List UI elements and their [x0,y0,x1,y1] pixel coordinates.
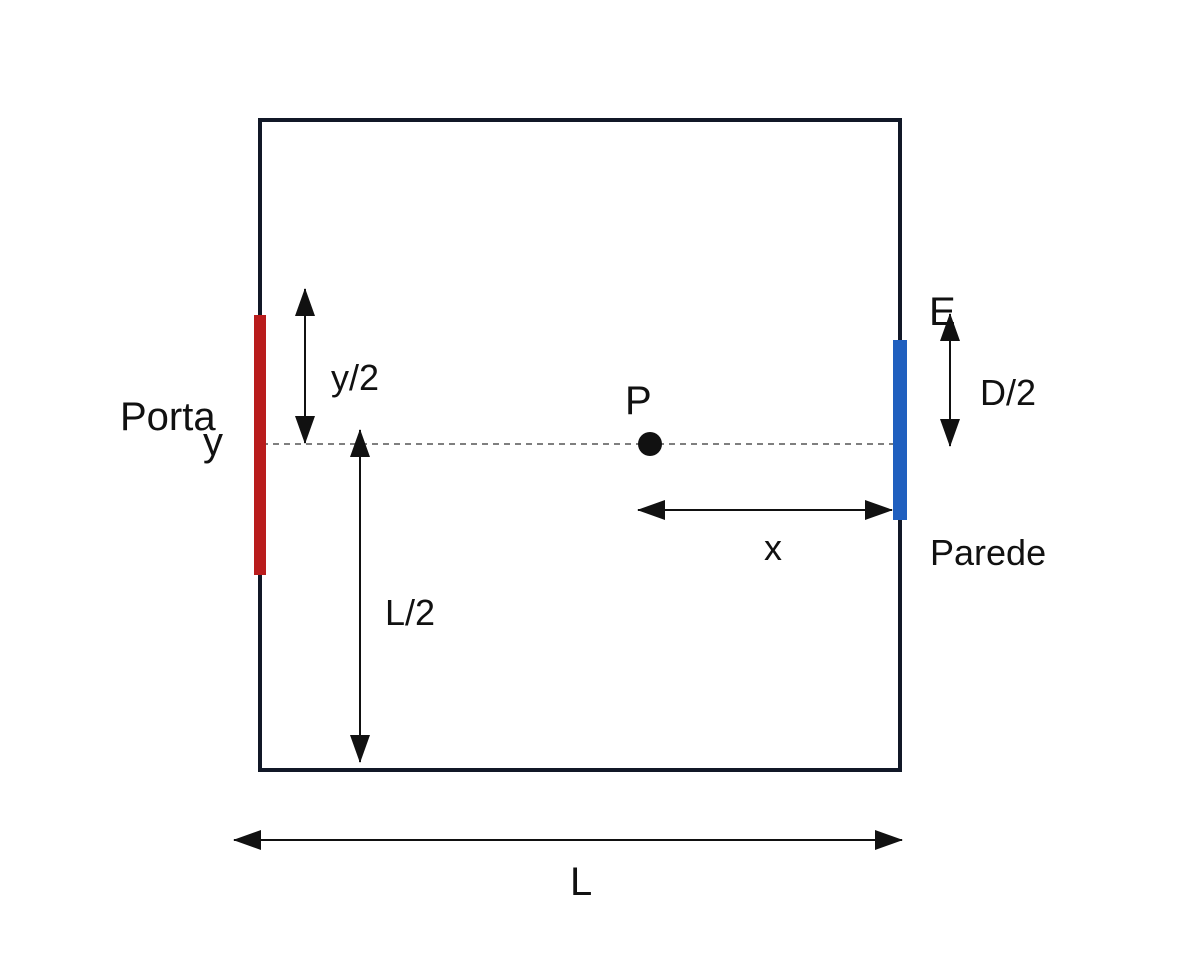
room-outline [258,118,902,772]
label-l: L [570,860,592,904]
point-p [638,432,662,456]
label-parede: Parede [930,532,1046,573]
label-porta: Porta [120,395,216,439]
label-y-half: y/2 [331,357,379,398]
label-y: y [203,420,223,464]
label-e: E [929,290,956,334]
label-l-half: L/2 [385,592,435,633]
label-p: P [625,379,652,423]
label-x: x [764,527,782,568]
label-d-half: D/2 [980,372,1036,413]
